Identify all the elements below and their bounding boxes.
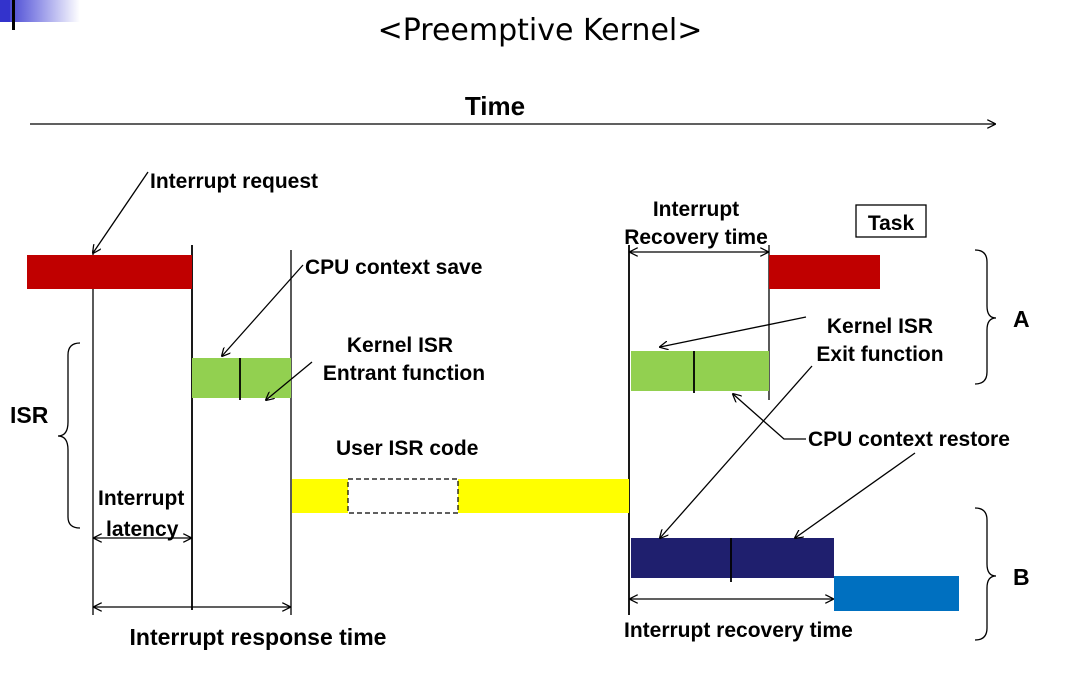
cpu-context-save-label: CPU context save [305,256,482,279]
kernel-isr-entrant-bar [192,358,291,398]
kernel-isr-exit-label-line1: Kernel ISR [827,315,933,338]
interrupt-request-label: Interrupt request [150,170,318,193]
isr-label: ISR [10,402,49,428]
time-axis-label: Time [465,91,525,121]
cpu-context-save-pointer [222,264,304,356]
kernel-isr-entrant-label-line1: Kernel ISR [347,334,453,357]
user-isr-bar-left [292,479,348,513]
context-restore-bar [631,538,834,578]
cpu-context-restore-label: CPU context restore [808,428,1010,451]
kernel-isr-exit-to-restore-pointer [660,365,813,538]
task-label-box [855,204,927,238]
page-title: <Preemptive Kernel> [378,13,703,48]
kernel-isr-exit-bar [631,351,769,391]
group-b-label: B [1013,564,1030,590]
corner-logo [0,0,80,30]
kernel-isr-exit-label-line2: Exit function [816,343,943,366]
user-isr-bar-right [458,479,629,513]
task-resume-bar [769,255,880,289]
interrupt-latency-label-line1: Interrupt [98,487,184,510]
group-a-label: A [1013,306,1030,332]
user-isr-code-label: User ISR code [336,437,478,460]
cpu-context-restore-to-bar-pointer [795,452,916,538]
isr-brace [57,342,81,529]
interrupt-recovery-bottom-label: Interrupt recovery time [624,619,853,642]
group-b-brace [974,507,997,641]
task-bar [27,255,192,289]
kernel-isr-exit-pointer [660,316,807,347]
interrupt-response-time-label: Interrupt response time [130,624,387,650]
user-isr-dashed-box [347,478,459,514]
cpu-context-restore-pointer [733,394,806,440]
interrupt-recovery-top-label-line1: Interrupt [653,198,739,221]
next-task-bar [834,576,959,611]
kernel-isr-entrant-pointer [266,361,313,400]
kernel-isr-entrant-label-line2: Entrant function [323,362,485,385]
task-label: Task [868,212,915,235]
interrupt-request-pointer [93,171,149,253]
interrupt-recovery-top-label-line2: Recovery time [624,226,768,249]
group-a-brace [974,249,997,385]
